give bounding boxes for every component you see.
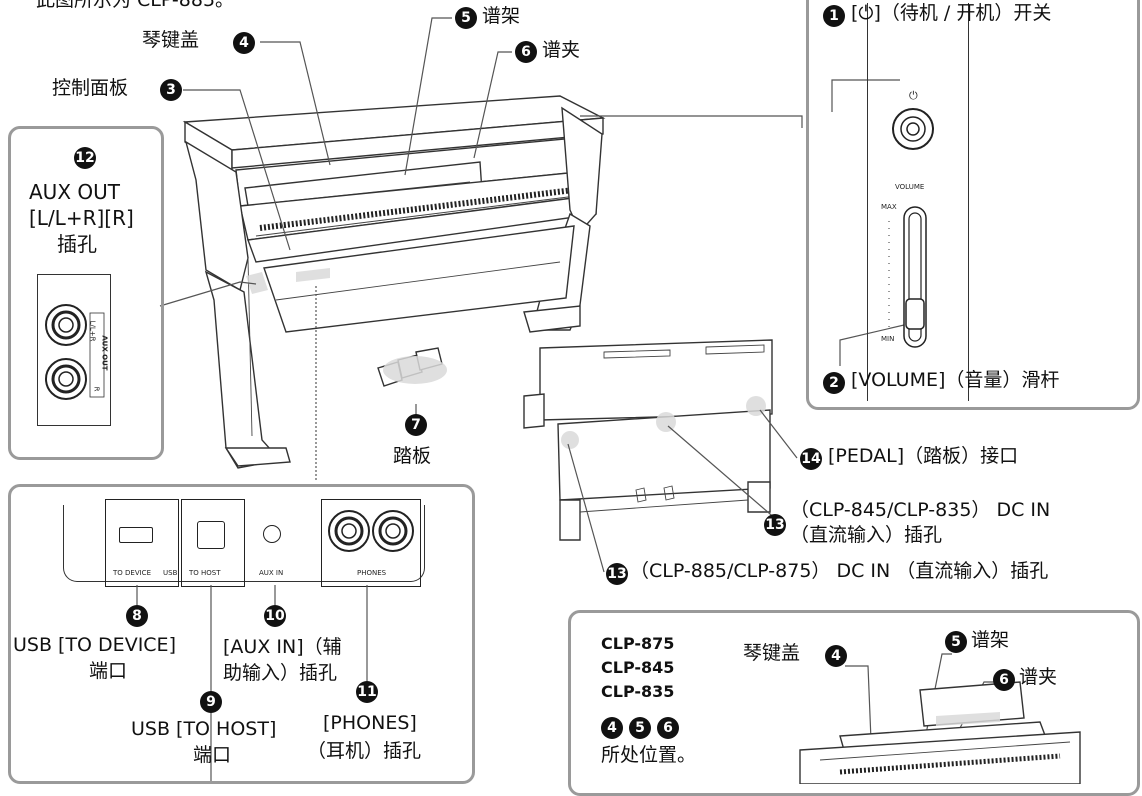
phones-text: PHONES — [357, 569, 387, 577]
callout-13b-badge: 13 — [606, 563, 628, 585]
callout-8-badge: 8 — [126, 605, 148, 627]
model-2: CLP-845 — [601, 658, 675, 677]
pedal-connector-label: [PEDAL]（踏板）接口 — [828, 445, 1019, 467]
aux-out-jack-plate: AUX OUT L/L+R R — [37, 274, 111, 426]
small-clip-badge: 6 — [993, 669, 1015, 691]
connector-panel: TO DEVICE USB TO HOST AUX IN PHONES 8 US… — [8, 484, 475, 784]
volume-slider-label: [VOLUME]（音量）滑杆 — [851, 369, 1060, 391]
aux-out-label-line2: [L/L+R][R] — [29, 206, 134, 230]
min-label: MIN — [881, 335, 895, 343]
to-host-text: TO HOST — [189, 569, 221, 577]
aux-in-label-line1: [AUX IN]（辅 — [223, 636, 342, 658]
callout-6-badge: 6 — [515, 41, 537, 63]
aux-in-text: AUX IN — [259, 569, 284, 577]
models-num-5: 5 — [629, 717, 651, 739]
callout-10-badge: 10 — [264, 605, 286, 627]
usb-host-box — [181, 499, 245, 587]
callout-1-badge: 1 — [823, 5, 845, 27]
max-label: MAX — [881, 203, 897, 211]
aux-out-jacks — [45, 304, 105, 400]
small-stand-label: 谱架 — [971, 629, 1010, 651]
usb-host-label-line1: USB [TO HOST] — [131, 718, 277, 740]
to-device-text: TO DEVICE — [113, 569, 151, 577]
models-num-6: 6 — [657, 717, 679, 739]
callout-lid-label: 琴键盖 — [142, 29, 200, 51]
usb-host-port[interactable] — [197, 521, 225, 549]
dc-in-885-label: （CLP-885/CLP-875） DC IN （直流输入）插孔 — [630, 560, 1049, 582]
usb-device-port[interactable] — [119, 527, 153, 543]
aux-in-jack[interactable] — [263, 525, 281, 543]
phones-box — [321, 499, 421, 587]
small-lid-label: 琴键盖 — [743, 642, 801, 664]
aux-out-panel: 12 AUX OUT [L/L+R][R] 插孔 AUX OUT L/L+R R — [8, 126, 164, 460]
panel-face — [867, 3, 969, 401]
aux-out-r-label: R — [92, 386, 101, 392]
callout-14-badge: 14 — [800, 448, 822, 470]
models-box: CLP-875 CLP-845 CLP-835 4 5 6 所处位置。 琴键盖 … — [568, 610, 1140, 796]
small-stand-badge: 5 — [945, 631, 967, 653]
intro-text: 此图所示为 CLP-885。 — [36, 0, 235, 11]
panel-controls — [888, 108, 934, 348]
aux-out-label-line1: AUX OUT — [29, 180, 120, 204]
position-text: 所处位置。 — [601, 744, 697, 766]
small-lid-badge: 4 — [825, 645, 847, 667]
callout-7-badge: 7 — [405, 414, 427, 436]
aux-out-label-line3: 插孔 — [57, 232, 97, 256]
callout-panel-label: 控制面板 — [52, 77, 129, 99]
callout-11-badge: 11 — [356, 681, 378, 703]
small-piano-drawing — [799, 681, 1081, 784]
rear-piano-drawing — [523, 339, 773, 541]
dc-in-845-line1: （CLP-845/CLP-835） DC IN — [790, 499, 1051, 521]
usb-text: USB — [163, 569, 178, 577]
power-volume-panel: 1 [⏻]（待机 / 开机）开关 ⏻ VOLUME MAX MIN 2 [VOL… — [806, 0, 1140, 410]
callout-2-badge: 2 — [823, 372, 845, 394]
usb-device-label-line1: USB [TO DEVICE] — [13, 634, 176, 656]
dc-in-845-line2: （直流输入）插孔 — [790, 524, 943, 546]
phones-label-line2: （耳机）插孔 — [307, 740, 422, 762]
phones-jacks[interactable] — [321, 505, 419, 565]
aux-out-l-label: L/L+R — [88, 320, 97, 342]
callout-stand-label: 谱架 — [482, 5, 521, 27]
callout-5-badge: 5 — [455, 7, 477, 29]
aux-out-panel-text: AUX OUT — [100, 335, 109, 371]
callout-9-badge: 9 — [200, 691, 222, 713]
main-piano-drawing — [182, 95, 606, 469]
callout-4-badge: 4 — [233, 32, 255, 54]
callout-pedal-label: 踏板 — [393, 445, 432, 467]
volume-panel-label: VOLUME — [895, 183, 925, 191]
callout-clip-label: 谱夹 — [542, 39, 581, 61]
callout-3-badge: 3 — [160, 79, 182, 101]
connector-leaders — [136, 585, 368, 781]
model-3: CLP-835 — [601, 682, 675, 701]
models-num-4: 4 — [601, 717, 623, 739]
usb-host-label-line2: 端口 — [193, 744, 232, 766]
aux-in-label-line2: 助输入）插孔 — [223, 662, 338, 684]
usb-device-label-line2: 端口 — [89, 660, 128, 682]
usb-device-box — [105, 499, 179, 587]
callout-12-badge: 12 — [74, 147, 96, 169]
phones-label-line1: [PHONES] — [323, 712, 417, 734]
model-1: CLP-875 — [601, 634, 675, 653]
power-switch-label: [⏻]（待机 / 开机）开关 — [851, 2, 1052, 24]
callout-13a-badge: 13 — [764, 514, 786, 536]
power-symbol: ⏻ — [909, 89, 918, 102]
small-clip-label: 谱夹 — [1019, 666, 1058, 688]
